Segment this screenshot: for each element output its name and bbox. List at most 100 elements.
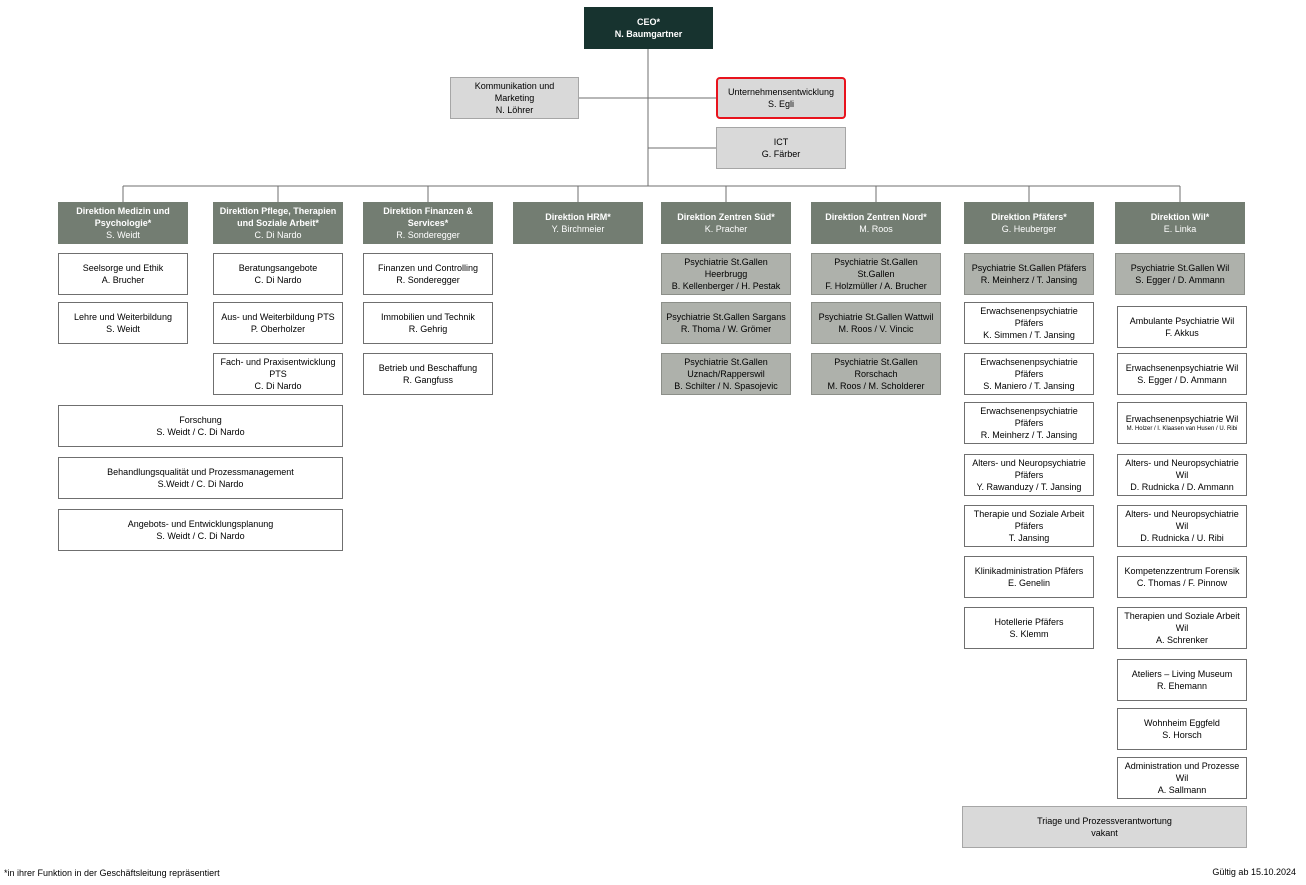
unit-title: Beratungsangebote	[238, 263, 318, 273]
unit-title: Psychiatrie St.Gallen Wil	[1130, 263, 1230, 273]
unit-title: Therapie und Soziale Arbeit Pfäfers	[973, 509, 1085, 531]
unit-person: R. Ehemann	[1156, 681, 1208, 691]
unit-title: Klinikadministration Pfäfers	[974, 566, 1084, 576]
directorate-title: Direktion Wil*	[1150, 212, 1210, 222]
directorate-medizin: Direktion Medizin und Psychologie* S. We…	[58, 202, 188, 244]
unit-box: Lehre und Weiterbildung S. Weidt	[58, 302, 188, 344]
unit-title: Ambulante Psychiatrie Wil	[1129, 316, 1235, 326]
unit-box-wide: Angebots- und Entwicklungsplanung S. Wei…	[58, 509, 343, 551]
directorate-person: R. Sonderegger	[396, 230, 460, 240]
unit-title: Psychiatrie St.Gallen Heerbrugg	[684, 257, 768, 279]
kommunikation-title: Kommunikation und Marketing	[474, 81, 555, 103]
unit-title: Psychiatrie St.Gallen Wattwil	[818, 312, 934, 322]
directorate-zentren-sued: Direktion Zentren Süd* K. Pracher	[661, 202, 791, 244]
unit-box: Hotellerie Pfäfers S. Klemm	[964, 607, 1094, 649]
kommunikation-person: N. Löhrer	[495, 105, 534, 115]
triage-person: vakant	[1091, 828, 1118, 838]
unit-person: S. Weidt	[106, 324, 140, 334]
unit-box: Erwachsenenpsychiatrie Wil S. Egger / D.…	[1117, 353, 1247, 395]
unit-title: Administration und Prozesse Wil	[1124, 761, 1240, 783]
unit-title: Hotellerie Pfäfers	[994, 617, 1064, 627]
unit-box: Ambulante Psychiatrie Wil F. Akkus	[1117, 306, 1247, 348]
directorate-title: Direktion Pflege, Therapien und Soziale …	[219, 206, 337, 228]
unit-title: Angebots- und Entwicklungsplanung	[127, 519, 274, 529]
unit-box: Alters- und Neuropsychiatrie Pfäfers Y. …	[964, 454, 1094, 496]
unit-box: Betrieb und Beschaffung R. Gangfuss	[363, 353, 493, 395]
unit-person: A. Schrenker	[1155, 635, 1209, 645]
unit-box: Erwachsenenpsychiatrie Pfäfers R. Meinhe…	[964, 402, 1094, 444]
unit-title: Erwachsenenpsychiatrie Wil	[1125, 413, 1239, 424]
unit-title: Alters- und Neuropsychiatrie Pfäfers	[972, 458, 1086, 480]
unit-box: Therapien und Soziale Arbeit Wil A. Schr…	[1117, 607, 1247, 649]
unit-person: D. Rudnicka / U. Ribi	[1140, 533, 1224, 543]
unit-box: Seelsorge und Ethik A. Brucher	[58, 253, 188, 295]
unit-person: P. Oberholzer	[250, 324, 306, 334]
kommunikation-box: Kommunikation und Marketing N. Löhrer	[450, 77, 579, 119]
unit-title: Alters- und Neuropsychiatrie Wil	[1125, 458, 1239, 480]
unit-person: C. Thomas / F. Pinnow	[1136, 578, 1228, 588]
unit-person: R. Thoma / W. Grömer	[680, 324, 772, 334]
clinic-box: Psychiatrie St.Gallen Rorschach M. Roos …	[811, 353, 941, 395]
unit-person: S. Weidt / C. Di Nardo	[156, 531, 245, 541]
unit-box: Beratungsangebote C. Di Nardo	[213, 253, 343, 295]
directorate-title: Direktion Pfäfers*	[991, 212, 1067, 222]
unit-person: K. Simmen / T. Jansing	[983, 330, 1075, 340]
unit-person: F. Akkus	[1165, 328, 1199, 338]
directorate-title: Direktion Medizin und Psychologie*	[76, 206, 170, 228]
unit-person: S. Egger / D. Ammann	[1135, 275, 1225, 285]
unternehmensentwicklung-box: Unternehmensentwicklung S. Egli	[716, 77, 846, 119]
directorate-person: C. Di Nardo	[254, 230, 302, 240]
unit-box: Erwachsenenpsychiatrie Pfäfers S. Manier…	[964, 353, 1094, 395]
unit-person: S. Egger / D. Ammann	[1137, 375, 1227, 385]
directorate-person: S. Weidt	[106, 230, 140, 240]
unit-title: Fach- und Praxisentwicklung PTS	[220, 357, 336, 379]
directorate-title: Direktion HRM*	[545, 212, 611, 222]
unit-title: Behandlungsqualität und Prozessmanagemen…	[107, 467, 294, 477]
unit-box: Finanzen und Controlling R. Sonderegger	[363, 253, 493, 295]
clinic-box: Psychiatrie St.Gallen Wil S. Egger / D. …	[1115, 253, 1245, 295]
directorate-finanzen: Direktion Finanzen & Services* R. Sonder…	[363, 202, 493, 244]
unit-title: Psychiatrie St.Gallen St.Gallen	[834, 257, 918, 279]
unit-title: Forschung	[179, 415, 222, 425]
unit-box: Aus- und Weiterbildung PTS P. Oberholzer	[213, 302, 343, 344]
valid-date: Gültig ab 15.10.2024	[1212, 867, 1296, 877]
unit-person: F. Holzmüller / A. Brucher	[825, 281, 927, 291]
unit-person: M. Roos / M. Scholderer	[827, 381, 925, 391]
unit-title: Psychiatrie St.Gallen Sargans	[666, 312, 786, 322]
unit-person: S. Maniero / T. Jansing	[983, 381, 1075, 391]
unit-title: Seelsorge und Ethik	[82, 263, 164, 273]
directorate-pflege: Direktion Pflege, Therapien und Soziale …	[213, 202, 343, 244]
clinic-box: Psychiatrie St.Gallen St.Gallen F. Holzm…	[811, 253, 941, 295]
clinic-box: Psychiatrie St.Gallen Sargans R. Thoma /…	[661, 302, 791, 344]
unit-box: Alters- und Neuropsychiatrie Wil D. Rudn…	[1117, 454, 1247, 496]
unit-person: B. Schilter / N. Spasojevic	[674, 381, 778, 391]
unit-title: Ateliers – Living Museum	[1131, 669, 1233, 679]
unit-person: Y. Rawanduzy / T. Jansing	[976, 482, 1082, 492]
unit-person: R. Gehrig	[408, 324, 448, 334]
clinic-box: Psychiatrie St.Gallen Pfäfers R. Meinher…	[964, 253, 1094, 295]
unit-person: B. Kellenberger / H. Pestak	[671, 281, 781, 291]
directorate-person: Y. Birchmeier	[551, 224, 605, 234]
unit-title: Erwachsenenpsychiatrie Pfäfers	[980, 406, 1078, 428]
triage-title: Triage und Prozessverantwortung	[1037, 816, 1172, 826]
unit-person: C. Di Nardo	[254, 381, 302, 391]
unit-person: A. Brucher	[101, 275, 145, 285]
triage-box: Triage und Prozessverantwortung vakant	[962, 806, 1247, 848]
unit-box-wide: Behandlungsqualität und Prozessmanagemen…	[58, 457, 343, 499]
directorate-title: Direktion Finanzen & Services*	[383, 206, 473, 228]
unit-person: R. Sonderegger	[396, 275, 460, 285]
unit-person: S. Klemm	[1009, 629, 1049, 639]
unit-title: Psychiatrie St.Gallen Uznach/Rapperswil	[684, 357, 768, 379]
unit-box: Therapie und Soziale Arbeit Pfäfers T. J…	[964, 505, 1094, 547]
directorate-person: M. Roos	[859, 224, 893, 234]
ceo-person: N. Baumgartner	[614, 29, 683, 39]
unit-title: Betrieb und Beschaffung	[378, 363, 478, 373]
unit-person: C. Di Nardo	[254, 275, 302, 285]
unit-box: Kompetenzzentrum Forensik C. Thomas / F.…	[1117, 556, 1247, 598]
unit-box: Immobilien und Technik R. Gehrig	[363, 302, 493, 344]
unit-person: S.Weidt / C. Di Nardo	[157, 479, 244, 489]
unit-person: S. Weidt / C. Di Nardo	[156, 427, 245, 437]
unit-box: Ateliers – Living Museum R. Ehemann	[1117, 659, 1247, 701]
unit-box: Wohnheim Eggfeld S. Horsch	[1117, 708, 1247, 750]
unit-person: M. Holzer / I. Klaasen van Husen / U. Ri…	[1126, 425, 1238, 432]
